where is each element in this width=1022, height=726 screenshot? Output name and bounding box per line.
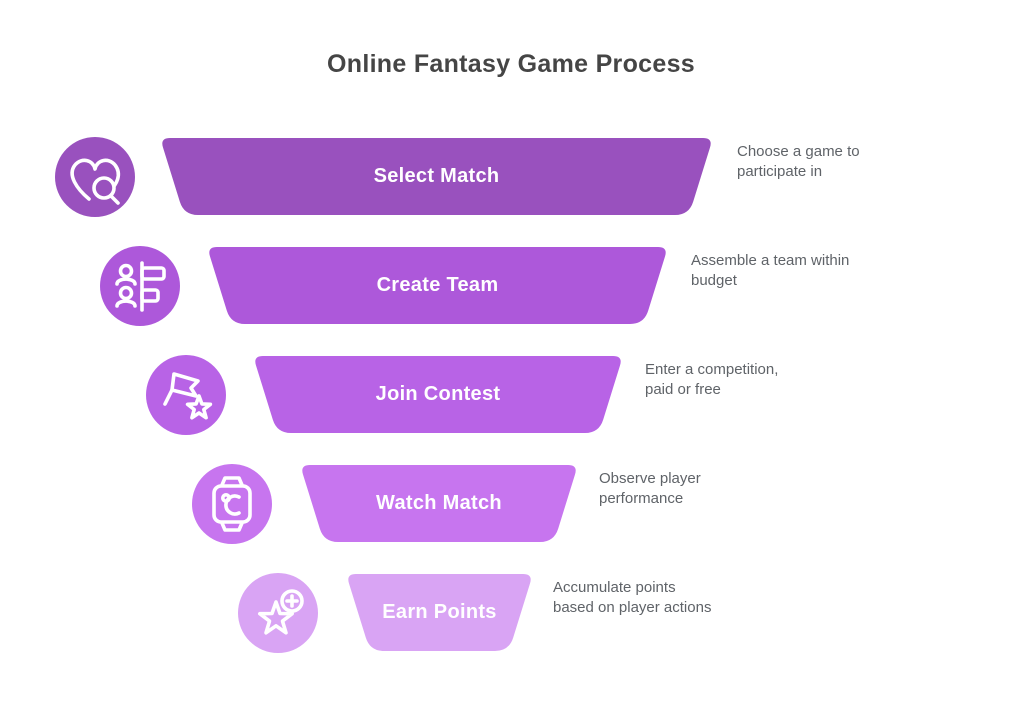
step-label: Create Team — [376, 274, 499, 296]
step-label: Join Contest — [375, 383, 501, 405]
funnel-band: Earn Points — [346, 574, 533, 651]
funnel-band: Join Contest — [253, 356, 623, 433]
flag-star-icon — [146, 355, 226, 435]
step-description: Choose a game to participate in — [737, 143, 860, 180]
funnel-band-shape — [209, 247, 666, 324]
smartwatch-icon — [192, 464, 272, 544]
team-list-icon — [100, 246, 180, 326]
funnel-band-shape — [255, 356, 621, 433]
funnel-band-shape — [302, 465, 576, 542]
funnel-band: Watch Match — [300, 465, 578, 542]
step-label: Earn Points — [382, 601, 497, 623]
funnel-band-shape — [162, 138, 711, 215]
step-description: Assemble a team within budget — [691, 252, 850, 289]
heart-search-icon — [55, 137, 135, 217]
step-description: Accumulate points based on player action… — [553, 579, 712, 616]
funnel-band: Select Match — [160, 138, 713, 215]
page-title: Online Fantasy Game Process — [327, 50, 695, 78]
step-label: Select Match — [373, 165, 500, 187]
funnel-band: Create Team — [207, 247, 668, 324]
step-description: Enter a competition, paid or free — [645, 361, 779, 398]
step-description: Observe player performance — [599, 470, 701, 507]
funnel-band-shape — [348, 574, 531, 651]
step-label: Watch Match — [376, 492, 502, 514]
star-plus-icon — [238, 573, 318, 653]
